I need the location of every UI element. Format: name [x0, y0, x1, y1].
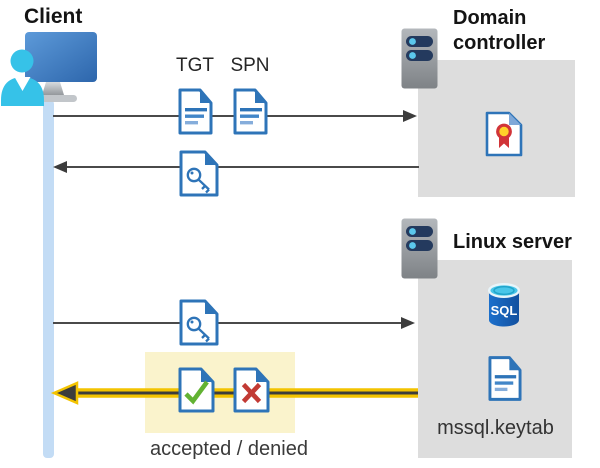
- client-lifeline: [43, 100, 54, 458]
- person-body: [1, 77, 44, 106]
- request-arrow-to-dc: [53, 110, 417, 122]
- monitor-stand: [42, 82, 64, 95]
- denied-cross-document-icon: [233, 367, 270, 413]
- certificate-document-icon: [485, 111, 523, 157]
- person-head: [10, 49, 34, 73]
- spn-document-icon: [233, 88, 268, 135]
- sql-database-icon: SQL: [487, 282, 521, 327]
- reply-arrow-from-dc: [53, 161, 419, 173]
- keytab-file-label: mssql.keytab: [437, 417, 554, 439]
- sql-icon-label: SQL: [491, 303, 518, 318]
- request-arrow-to-linux: [53, 317, 415, 329]
- result-label: accepted / denied: [150, 438, 308, 460]
- keytab-document-icon: [488, 356, 522, 401]
- client-label: Client: [24, 5, 83, 28]
- domain-controller-server-icon: [401, 28, 438, 89]
- tgt-label: TGT: [176, 55, 214, 76]
- linux-server-label: Linux server: [453, 231, 572, 253]
- linux-server-icon: [401, 218, 438, 279]
- monitor-icon: [25, 32, 97, 82]
- tgt-document-icon: [178, 88, 213, 135]
- monitor-base: [40, 95, 77, 102]
- key-document-icon-dc: [179, 150, 219, 197]
- key-document-icon-linux: [179, 299, 219, 346]
- spn-label: SPN: [230, 55, 270, 76]
- accepted-check-document-icon: [178, 367, 215, 413]
- result-arrow-highlighted: [50, 381, 418, 405]
- person-collar: [14, 77, 31, 91]
- client-computer-user-icon: [1, 32, 97, 106]
- domain-controller-label: Domain controller: [453, 7, 546, 54]
